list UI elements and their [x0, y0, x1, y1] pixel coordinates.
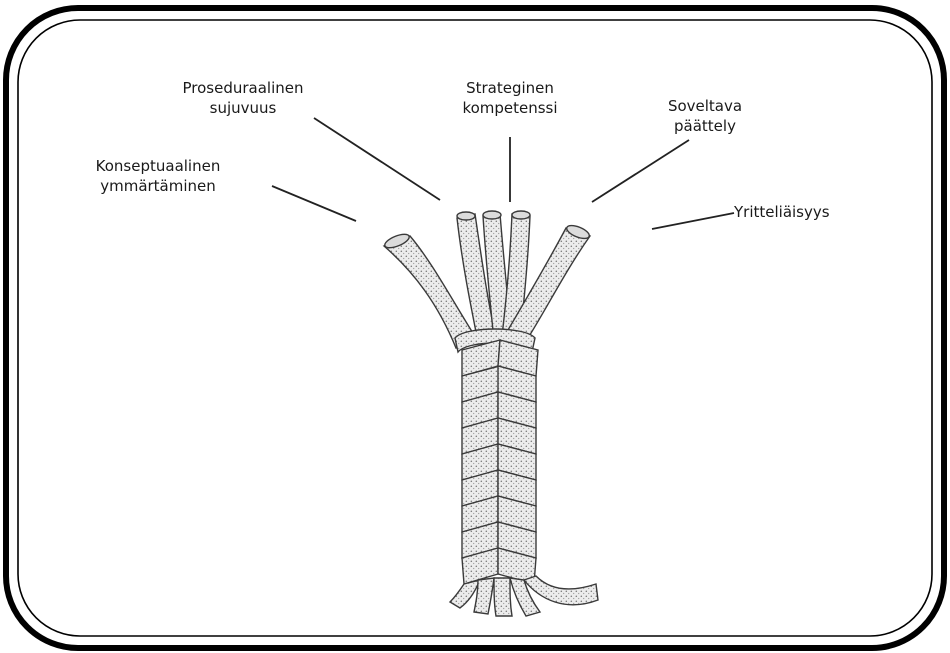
leader-line-productive [652, 213, 734, 229]
label-strategic-competence: Strateginen kompetenssi [420, 78, 600, 118]
leader-line-adaptive [592, 140, 689, 202]
label-strategic-line1: Strateginen [420, 78, 600, 98]
label-adaptive-reasoning: Soveltava päättely [640, 96, 770, 136]
braided-rope [383, 211, 598, 616]
leader-line-conceptual [272, 186, 356, 221]
label-adaptive-line1: Soveltava [640, 96, 770, 116]
label-productive-disposition: Yritteliäisyys [734, 202, 894, 222]
leader-line-procedural [314, 118, 440, 200]
label-procedural-line1: Proseduraalinen [138, 78, 348, 98]
label-strategic-line2: kompetenssi [420, 98, 600, 118]
rope-bottom-strands [450, 576, 598, 616]
label-conceptual-line1: Konseptuaalinen [46, 156, 270, 176]
label-adaptive-line2: päättely [640, 116, 770, 136]
label-procedural-fluency: Proseduraalinen sujuvuus [138, 78, 348, 118]
label-productive-line1: Yritteliäisyys [734, 202, 894, 222]
label-conceptual-line2: ymmärtäminen [46, 176, 270, 196]
label-procedural-line2: sujuvuus [138, 98, 348, 118]
label-conceptual-understanding: Konseptuaalinen ymmärtäminen [46, 156, 270, 196]
braid-body [455, 329, 538, 584]
